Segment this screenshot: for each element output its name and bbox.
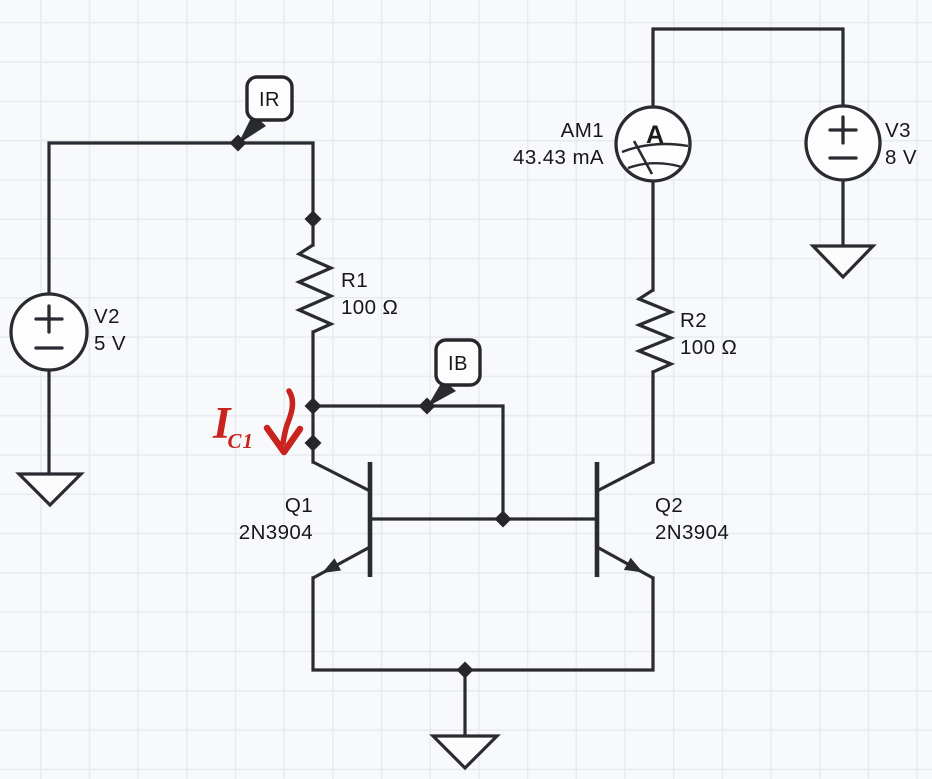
probe-flag-ib[interactable]: IB xyxy=(427,338,482,407)
red-handwritten-annotation: IC1 xyxy=(213,401,254,452)
voltage-source-v2[interactable] xyxy=(9,292,89,372)
component-value: 8 V xyxy=(885,146,917,169)
probe-label: IR xyxy=(259,89,280,111)
ammeter-am1[interactable]: A xyxy=(614,105,692,183)
component-value: 100 Ω xyxy=(341,296,399,319)
resistor-r1[interactable] xyxy=(295,243,335,334)
am1-label: AM1 43.43 mA xyxy=(513,117,604,171)
component-value: 100 Ω xyxy=(680,336,738,359)
resistor-r2[interactable] xyxy=(634,288,676,374)
probe-flag-ir[interactable]: IR xyxy=(238,75,294,144)
component-name: Q1 xyxy=(284,494,313,517)
wire xyxy=(651,27,845,109)
junction-node xyxy=(494,510,512,528)
probe-tail xyxy=(427,380,456,407)
plus-icon xyxy=(34,304,64,334)
ground-triangle-icon xyxy=(15,472,85,508)
r2-label: R2 100 Ω xyxy=(680,307,737,361)
component-name: Q2 xyxy=(655,494,684,517)
emitter-arrow-icon xyxy=(623,557,643,573)
q1-label: Q1 2N3904 xyxy=(239,492,313,546)
q2-label: Q2 2N3904 xyxy=(655,492,729,546)
meter-scale-arc xyxy=(627,162,683,170)
component-name: R2 xyxy=(680,309,708,332)
component-name: R1 xyxy=(341,269,369,292)
v3-label: V3 8 V xyxy=(885,117,917,171)
component-part: 2N3904 xyxy=(655,521,730,544)
collector-lead xyxy=(312,460,371,493)
meter-unit-letter: A xyxy=(646,121,664,149)
probe-label: IB xyxy=(448,353,468,375)
emitter-lead xyxy=(312,545,371,580)
ammeter-reading: 43.43 mA xyxy=(513,146,604,169)
wire xyxy=(47,141,315,297)
component-value: 5 V xyxy=(94,332,126,355)
collector-lead xyxy=(596,460,654,493)
ground-symbol-v2[interactable] xyxy=(15,472,85,508)
junction-node xyxy=(456,661,474,679)
component-name: AM1 xyxy=(560,119,604,142)
junction-node xyxy=(304,397,322,415)
arrow-head xyxy=(263,424,304,456)
ground-triangle-icon xyxy=(809,244,877,280)
meter-needle xyxy=(632,140,654,175)
component-name: V2 xyxy=(94,305,120,328)
wire-net xyxy=(47,27,845,738)
emitter-arrow-icon xyxy=(322,558,342,573)
resistor-body xyxy=(295,243,335,334)
transistor-q1[interactable] xyxy=(312,460,373,580)
ground-symbol-emitters[interactable] xyxy=(429,734,501,771)
ground-symbol-v3[interactable] xyxy=(809,244,877,280)
v2-label: V2 5 V xyxy=(94,303,126,357)
probe-box xyxy=(245,75,294,122)
wire xyxy=(311,404,505,521)
annotation-arrow-icon xyxy=(263,388,304,456)
junction-node xyxy=(304,210,322,228)
component-part: 2N3904 xyxy=(238,521,313,544)
annotation-subscript: C1 xyxy=(227,429,255,453)
component-name: V3 xyxy=(885,119,911,142)
ground-triangle-icon xyxy=(429,734,501,771)
probe-box xyxy=(434,338,482,387)
annotation-symbol: I xyxy=(213,398,231,448)
transistor-q2[interactable] xyxy=(594,460,654,580)
resistor-body xyxy=(634,288,676,374)
junction-node xyxy=(304,434,322,452)
emitter-lead xyxy=(596,545,654,580)
wire xyxy=(311,576,655,672)
plus-icon xyxy=(828,115,858,145)
r1-label: R1 100 Ω xyxy=(341,267,398,321)
meter-scale-arc xyxy=(621,142,689,154)
voltage-source-v3[interactable] xyxy=(804,104,882,182)
arrow-shaft xyxy=(280,388,296,446)
